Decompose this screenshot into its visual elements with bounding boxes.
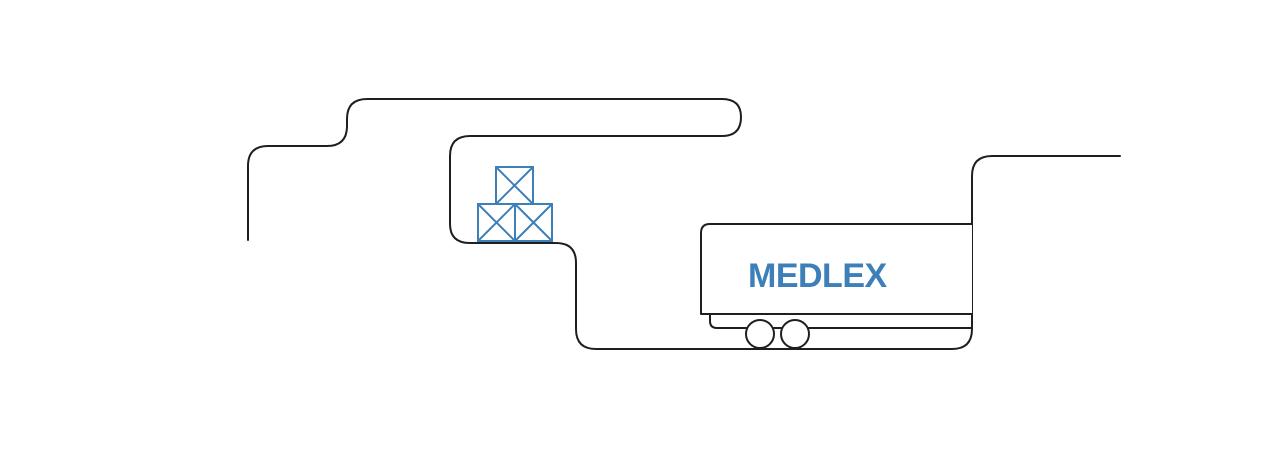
route-line [247, 98, 1121, 350]
crate-stack [477, 166, 553, 242]
brand-label: MEDLEX [748, 257, 888, 295]
wheel-icon [745, 319, 775, 349]
crate-top-icon [495, 166, 534, 205]
trailer-body [700, 223, 972, 315]
crate-bottom-left-icon [477, 203, 516, 242]
wheel-icon [780, 319, 810, 349]
truck-trailer-icon: MEDLEX [700, 223, 972, 349]
trailer-chassis [709, 314, 972, 329]
crate-bottom-right-icon [514, 203, 553, 242]
